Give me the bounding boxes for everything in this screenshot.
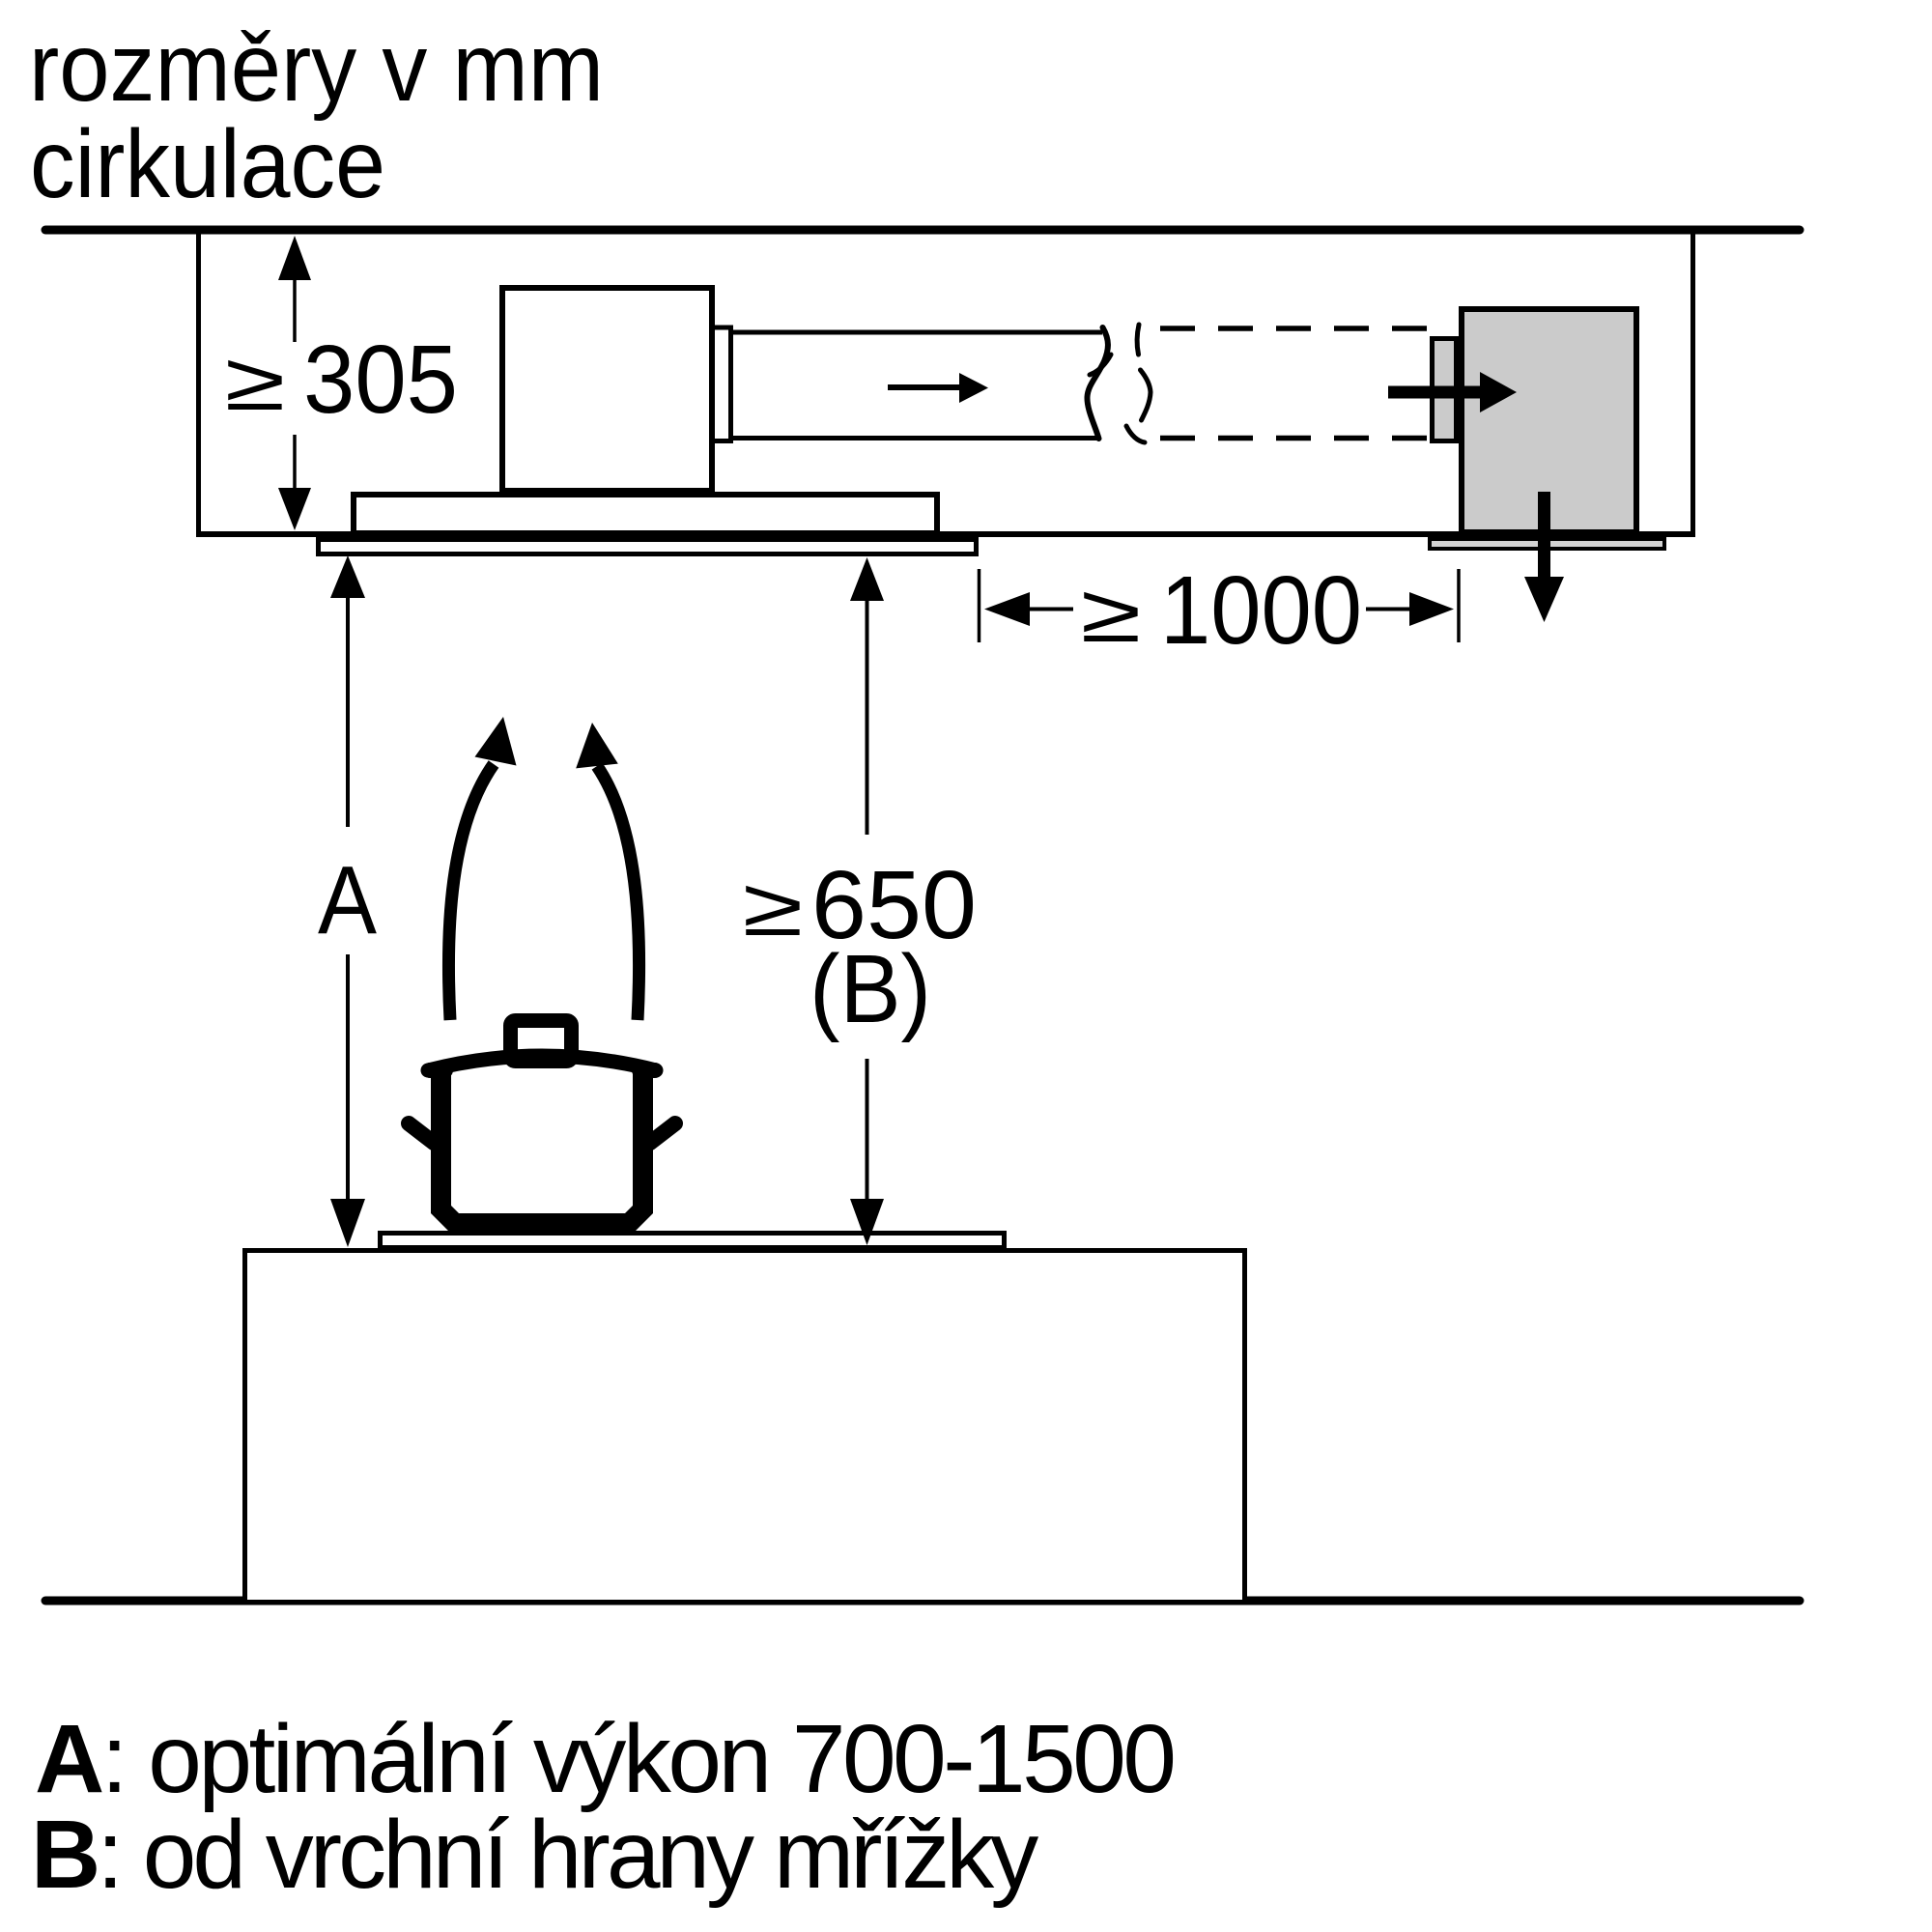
svg-text:cirkulace: cirkulace — [30, 110, 385, 218]
svg-text:≥: ≥ — [225, 336, 286, 428]
svg-text:B: od vrchní hrany mřížky: B: od vrchní hrany mřížky — [31, 1801, 1038, 1909]
svg-text:A: optimální výkon 700-1500: A: optimální výkon 700-1500 — [35, 1705, 1173, 1813]
svg-text:A: A — [318, 846, 377, 954]
svg-text:1000: 1000 — [1160, 556, 1362, 665]
svg-text:≥: ≥ — [743, 862, 804, 953]
svg-text:(B): (B) — [810, 935, 931, 1043]
svg-text:rozměry v mm: rozměry v mm — [29, 14, 604, 122]
svg-text:650: 650 — [811, 851, 977, 959]
svg-text:305: 305 — [303, 326, 458, 434]
svg-text:≥: ≥ — [1081, 568, 1142, 660]
